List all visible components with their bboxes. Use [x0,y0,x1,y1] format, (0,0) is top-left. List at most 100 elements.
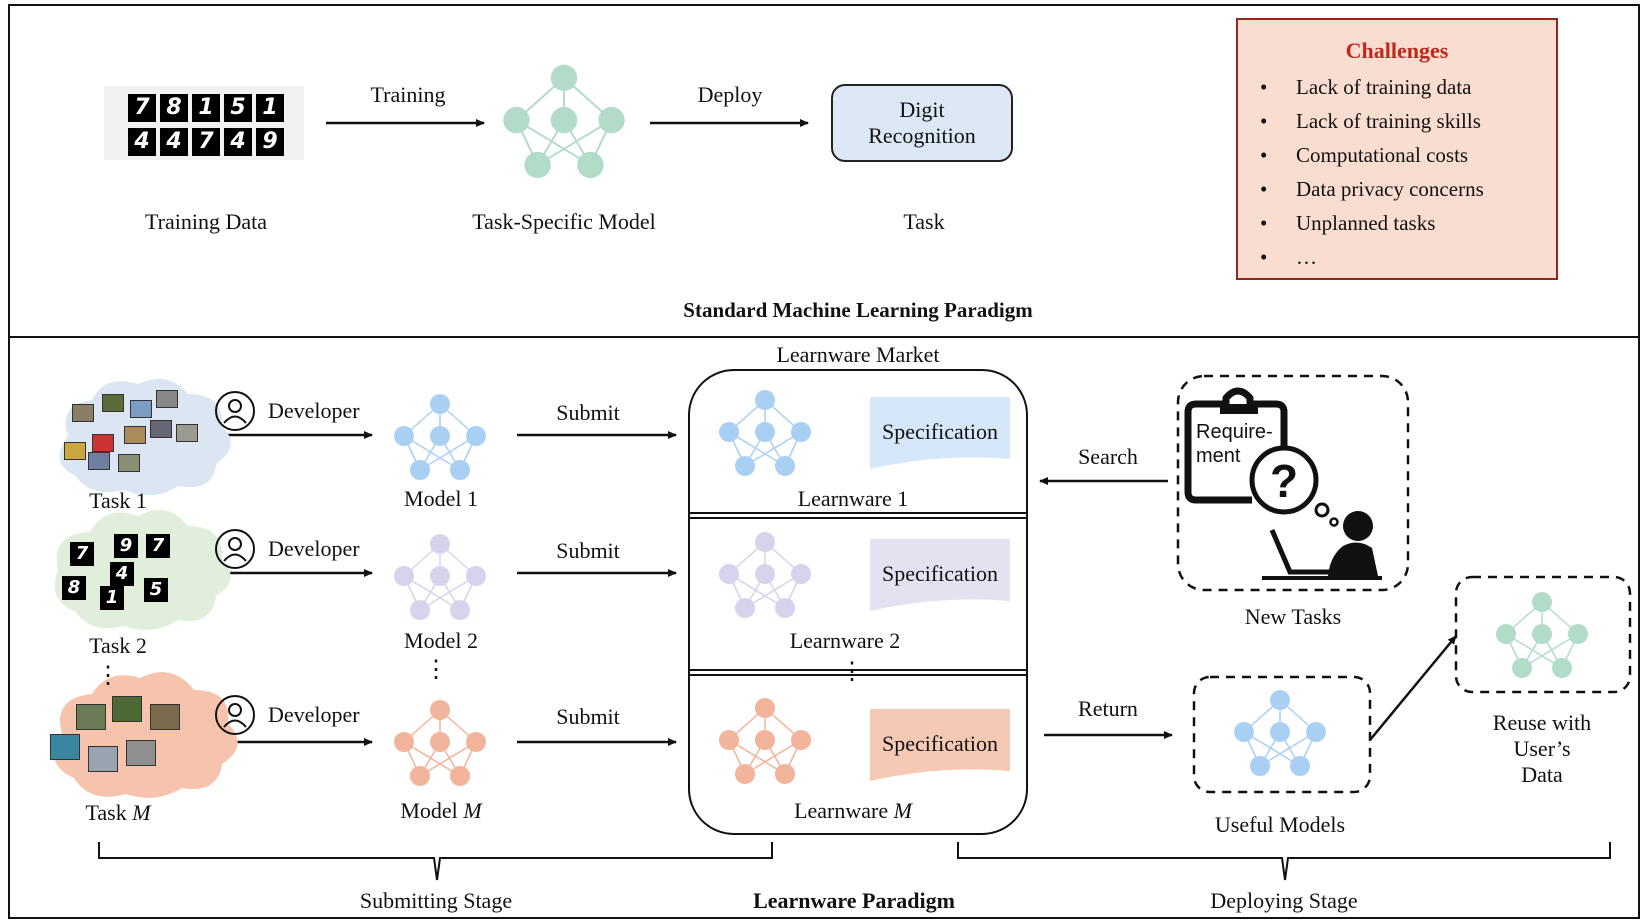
network-node [598,106,625,134]
developer-2-label: Developer [268,536,360,561]
model-m-network-icon [394,700,486,786]
challenge-item: Data privacy concerns [1256,172,1484,206]
developer-m [214,694,256,741]
network-node [755,390,775,410]
task-image-thumbnail [92,434,114,452]
network-node [1568,624,1588,644]
spec-1-label: Specification [881,419,999,444]
network-node [1290,756,1310,776]
task-image-thumbnail [176,424,198,442]
network-node [466,426,486,446]
network-node [430,534,450,554]
network-node [577,151,604,179]
network-node [430,700,450,720]
network-node [430,394,450,414]
network-node [1512,658,1532,678]
network-edge [744,431,802,467]
task-image-thumbnail [112,696,142,722]
network-node [755,698,775,718]
question-bubble-icon [1249,445,1339,527]
challenge-item: Unplanned tasks [1256,206,1484,240]
task-2-caption: Task 2 [89,633,147,658]
network-node [450,460,470,480]
submit-label-2: Submit [556,538,620,563]
user-icon [215,391,255,431]
reuse-arrow [1369,635,1457,741]
submit-label-m: Submit [556,704,620,729]
task-image-thumbnail [124,426,146,444]
task-image-thumbnail [50,734,80,760]
network-node [394,732,414,752]
network-node [394,426,414,446]
developer-1 [214,390,256,437]
network-node [550,64,578,92]
task-image-thumbnail [102,394,124,412]
task-image-thumbnail [126,740,156,766]
task-image-thumbnail [156,390,178,408]
task-1-caption: Task 1 [89,488,147,513]
network-node [430,566,450,586]
network-edge [419,741,477,777]
task-image-thumbnail [88,452,110,470]
network-node [1552,658,1572,678]
network-edge [403,741,461,777]
network-node [791,730,811,750]
reuse-box [1454,575,1632,694]
digit-tile: 5 [224,94,252,122]
network-node [450,600,470,620]
task-clouds [54,378,238,798]
digit-tile: 4 [160,128,188,156]
task-m-caption: Task M [85,800,151,825]
digit-tile: 1 [192,94,220,122]
top-arrows [326,119,809,127]
model-1-network-icon [394,394,486,480]
return-label: Return [1078,696,1138,721]
task-image-thumbnail [130,400,152,418]
network-node [755,564,775,584]
network-node [430,732,450,752]
reuse-network-icon [1496,592,1588,678]
developer-1-label: Developer [268,398,360,423]
network-node [1250,756,1270,776]
taskm-cloud [54,672,238,798]
challenge-item: Computational costs [1256,138,1484,172]
network-edge [537,119,613,166]
task-image-thumbnail [72,404,94,422]
challenge-item: Lack of training skills [1256,104,1484,138]
task-ellipsis: ⋮ [96,663,120,689]
network-node [755,422,775,442]
task-image-thumbnail [118,454,140,472]
network-node [466,732,486,752]
learnware-m-caption: Learnware M [794,798,912,823]
network-edge [1505,633,1563,669]
model-m-caption: Model M [400,798,482,823]
network-edge [403,575,461,611]
network-edge [1521,633,1579,669]
deploying-brace [957,842,1611,881]
outer-border [8,4,1640,919]
network-edge [744,739,802,775]
network-node [1270,722,1290,742]
learnware-m-network-icon [719,698,811,784]
network-edge [403,435,461,471]
network-node [1532,592,1552,612]
digit-tile: 7 [192,128,220,156]
digit-recognition-box: Digit Recognition [831,84,1013,162]
user-icon [215,529,255,569]
digit-tile: 4 [224,128,252,156]
network-node [410,766,430,786]
task2-cloud [54,509,231,630]
task-image-thumbnail [76,704,106,730]
network-node [410,600,430,620]
new-tasks-box [1176,374,1410,592]
challenges-list: Lack of training data Lack of training s… [1256,70,1484,274]
task-image-thumbnail [88,746,118,772]
digit-tile: 1 [100,586,124,610]
digit-tile: 7 [70,542,94,566]
network-node [1496,624,1516,644]
reuse-caption: Reuse with User’s Data [1492,710,1592,787]
network-edge [744,573,802,609]
